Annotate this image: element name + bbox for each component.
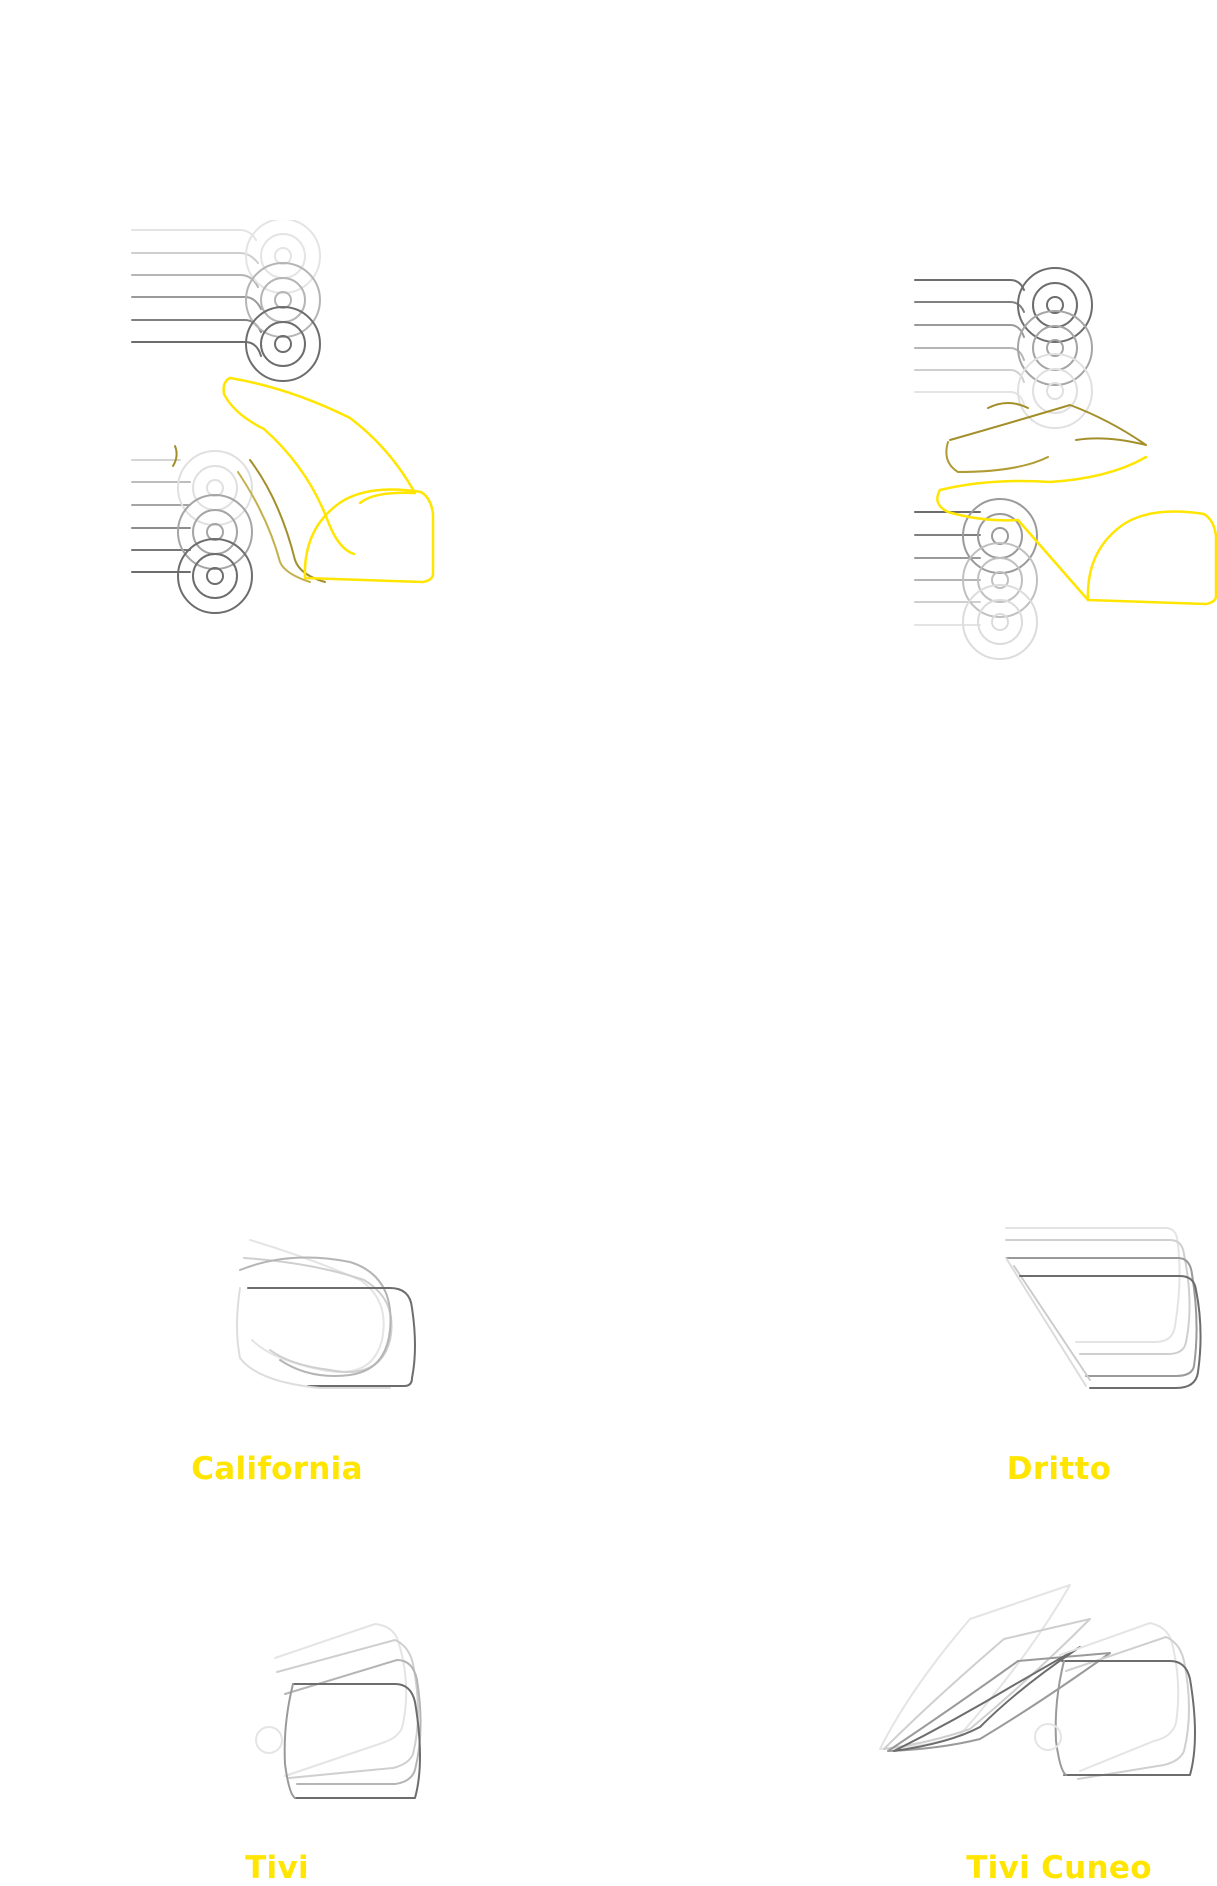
yellow-fold-outline <box>936 455 1217 606</box>
yellow-fold-outline <box>222 376 435 584</box>
upper-roller-stack <box>131 220 321 382</box>
olive-fold-strokes <box>945 402 1147 473</box>
dritto-profile-diagram <box>1005 1227 1202 1389</box>
tivi-cuneo-profile-diagram <box>879 1584 1196 1780</box>
california-label: California <box>191 1451 363 1487</box>
tivi-cuneo-label: Tivi Cuneo <box>966 1850 1152 1886</box>
lower-roller-stack <box>914 498 1038 660</box>
tivi-profile-diagram <box>255 1623 422 1799</box>
lower-roller-stack <box>131 450 253 614</box>
olive-fold-strokes <box>172 445 326 583</box>
upper-roller-stack <box>914 267 1093 429</box>
tivi-label: Tivi <box>245 1850 309 1886</box>
fold-illustration-left <box>131 220 435 614</box>
dritto-label: Dritto <box>1006 1451 1112 1487</box>
fold-illustration-right <box>914 267 1217 660</box>
california-profile-diagram <box>236 1239 416 1389</box>
